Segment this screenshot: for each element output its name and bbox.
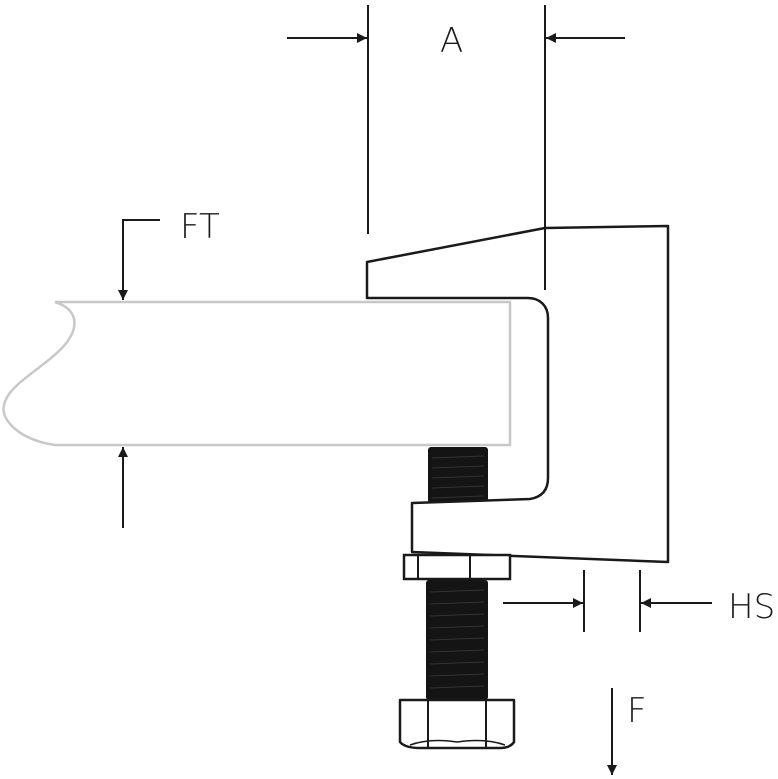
dimension-hs: HS	[503, 570, 775, 632]
screw-head	[398, 698, 516, 750]
clamp-body	[365, 224, 670, 564]
force-f: F	[607, 688, 647, 775]
dimension-a: A	[287, 5, 625, 290]
label-a: A	[440, 21, 463, 61]
label-f: F	[627, 691, 647, 731]
dimension-ft: FT	[118, 207, 220, 528]
label-hs: HS	[728, 587, 775, 627]
jam-nut	[402, 553, 512, 581]
set-screw	[426, 447, 488, 700]
beam-flange	[2, 300, 512, 447]
label-ft: FT	[180, 207, 220, 247]
